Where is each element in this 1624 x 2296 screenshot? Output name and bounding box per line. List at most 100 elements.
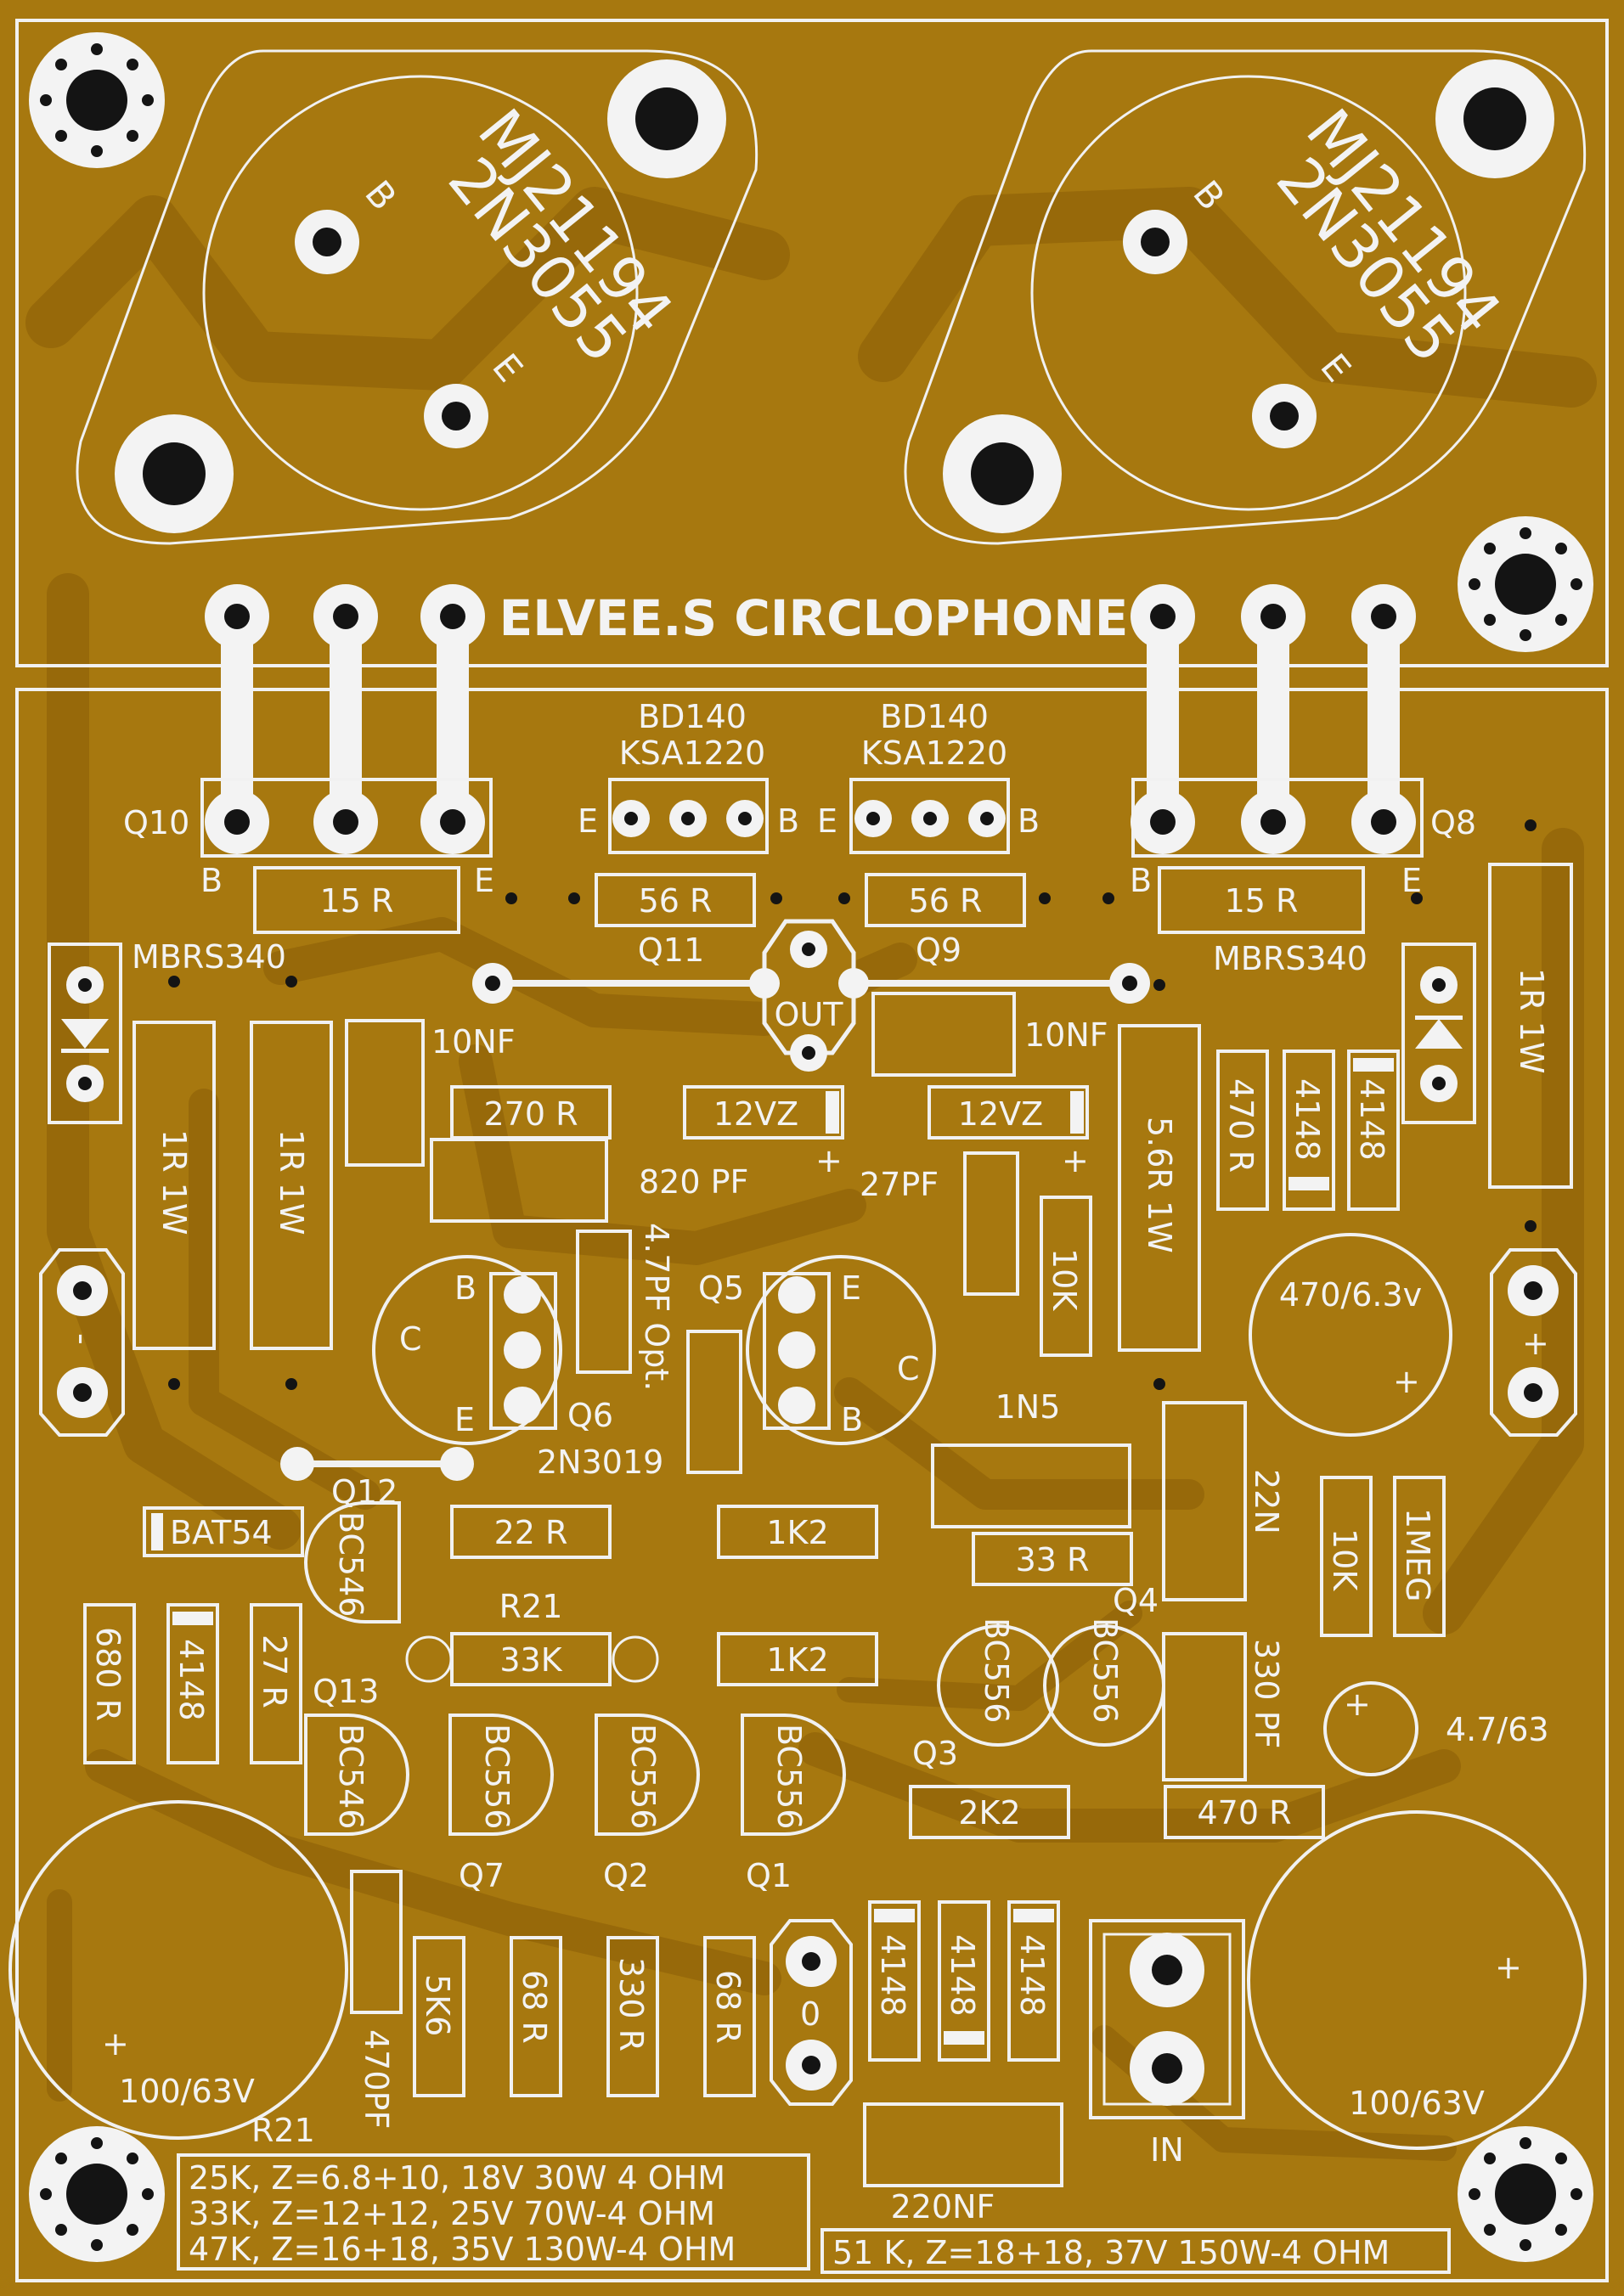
resistor-label: 270 R xyxy=(483,1095,578,1133)
resistor-label: 1K2 xyxy=(766,1514,828,1551)
mbrs-diode-left xyxy=(48,943,122,1124)
q11-outline xyxy=(608,778,769,854)
bc556-pair-a xyxy=(937,1624,1059,1747)
resistor-27r xyxy=(250,1603,302,1764)
resistor-1k2-b xyxy=(717,1632,878,1686)
diode-4148-c xyxy=(166,1603,219,1764)
resistor-label: 15 R xyxy=(1225,882,1299,920)
resistor-22r xyxy=(450,1505,612,1559)
transistor-label: BC546 xyxy=(332,1511,369,1617)
pin-label: B xyxy=(841,1401,863,1438)
cap-label: 10NF xyxy=(431,1023,516,1061)
plus-mark: + xyxy=(1062,1142,1089,1179)
diode-4148-e xyxy=(938,1900,990,2062)
resistor-label: 56 R xyxy=(639,882,713,920)
out-label: OUT xyxy=(775,996,844,1033)
cap-22n xyxy=(1162,1401,1247,1601)
main-board-outline xyxy=(15,688,1609,2282)
q6-label: Q6 xyxy=(567,1397,613,1434)
power-resistors xyxy=(133,819,1573,1390)
q10-outline xyxy=(200,778,493,858)
diode-label: 4148 xyxy=(1288,1078,1326,1161)
ksa1220-label: KSA1220 xyxy=(619,734,765,772)
resistor-label: 470 R xyxy=(1222,1078,1260,1173)
diode-label: 4148 xyxy=(1013,1934,1051,2017)
resistor-label: 68 R xyxy=(516,1970,553,2044)
cap-label: 820 PF xyxy=(639,1163,748,1201)
driver-pads xyxy=(612,800,1006,837)
resistor-2k2 xyxy=(909,1785,1070,1839)
diode-4148-b xyxy=(1347,1050,1400,1211)
q7-label: Q7 xyxy=(459,1857,505,1894)
diode-band xyxy=(1353,1058,1394,1072)
diode-band xyxy=(874,1909,915,1922)
resistor-label: 22 R xyxy=(494,1514,568,1551)
cap-label: 100/63V xyxy=(119,2073,255,2110)
zener-band xyxy=(1070,1091,1084,1134)
q2-label: Q2 xyxy=(603,1857,649,1894)
resistor-label: 10K xyxy=(1046,1248,1083,1311)
resistor-label: 27 R xyxy=(256,1635,293,1708)
q6-outline xyxy=(372,1255,562,1445)
input-connector xyxy=(1089,1919,1245,2119)
cap-1n5 xyxy=(931,1443,1131,1528)
pin-label: C xyxy=(897,1350,920,1387)
cap-4-7pf xyxy=(576,1230,632,1374)
pin-label: C xyxy=(399,1320,422,1358)
resistor-label: 68 R xyxy=(709,1970,747,2044)
diode-bat54 xyxy=(143,1506,304,1557)
resistor-10k-a xyxy=(1040,1196,1092,1357)
cap-label: 220NF xyxy=(891,2188,995,2226)
q3-label: Q3 xyxy=(912,1735,958,1772)
diode-label: 4148 xyxy=(1353,1078,1390,1161)
pin-label: E xyxy=(841,1269,861,1307)
cap-label: 330 PF xyxy=(1248,1639,1285,1748)
resistor-label: 680 R xyxy=(89,1627,127,1721)
plus-mark: + xyxy=(102,2025,129,2062)
cap-label: 10NF xyxy=(1024,1016,1108,1054)
q11-label: Q11 xyxy=(638,931,704,969)
resistor-470r-b xyxy=(1164,1785,1325,1839)
diode-4148-d xyxy=(868,1900,921,2062)
resistor-label: 10K xyxy=(1326,1528,1363,1591)
resistor-label: 1R 1W xyxy=(273,1129,310,1235)
resistor-68r-a xyxy=(510,1936,562,2097)
resistor-1meg xyxy=(1393,1476,1446,1637)
cap-10nf-right xyxy=(871,992,1016,1077)
cap-label: 4.7PF Opt. xyxy=(638,1223,675,1391)
pin-label: B xyxy=(1130,862,1152,899)
cap-vertical xyxy=(686,1330,742,1474)
resistor-33r xyxy=(972,1532,1133,1586)
resistor-label: 33 R xyxy=(1016,1541,1090,1578)
cap-220nf xyxy=(863,2102,1063,2187)
cap-100uf-right xyxy=(1247,1810,1587,2150)
cap-10nf-left xyxy=(345,1019,425,1167)
cap-label: 470/6.3v xyxy=(1279,1276,1422,1314)
zener-label: 12VZ xyxy=(958,1095,1043,1133)
transistor-label: BC546 xyxy=(332,1724,369,1829)
resistor-330r xyxy=(606,1936,659,2097)
q9-outline xyxy=(849,778,1010,854)
diode-band xyxy=(172,1612,213,1625)
resistor-5k6 xyxy=(413,1936,465,2097)
resistor-label: 15 R xyxy=(320,882,394,920)
pin-label: E xyxy=(578,802,598,840)
board-title: ELVEE.S CIRCLOPHONE xyxy=(499,589,1129,647)
q10-label: Q10 xyxy=(123,804,189,841)
transistor-label: BC556 xyxy=(978,1618,1015,1723)
terminal-label: 0 xyxy=(800,1995,820,2033)
cap-470uf xyxy=(1249,1233,1452,1437)
q9-label: Q9 xyxy=(916,931,961,969)
cap-100uf-left xyxy=(8,1800,348,2140)
pin-label: B xyxy=(200,862,223,899)
resistor-1k2-a xyxy=(717,1505,878,1559)
r21-label: R21 xyxy=(499,1588,563,1625)
diode-label: MBRS340 xyxy=(1213,940,1367,977)
cap-label: 27PF xyxy=(860,1166,939,1203)
resistor-label: 1R 1W xyxy=(1513,968,1550,1073)
bc546-a-outline xyxy=(304,1501,401,1624)
cap-27pf xyxy=(963,1151,1019,1296)
notes-box-right xyxy=(820,2228,1451,2274)
terminal-zero xyxy=(770,1919,853,2106)
